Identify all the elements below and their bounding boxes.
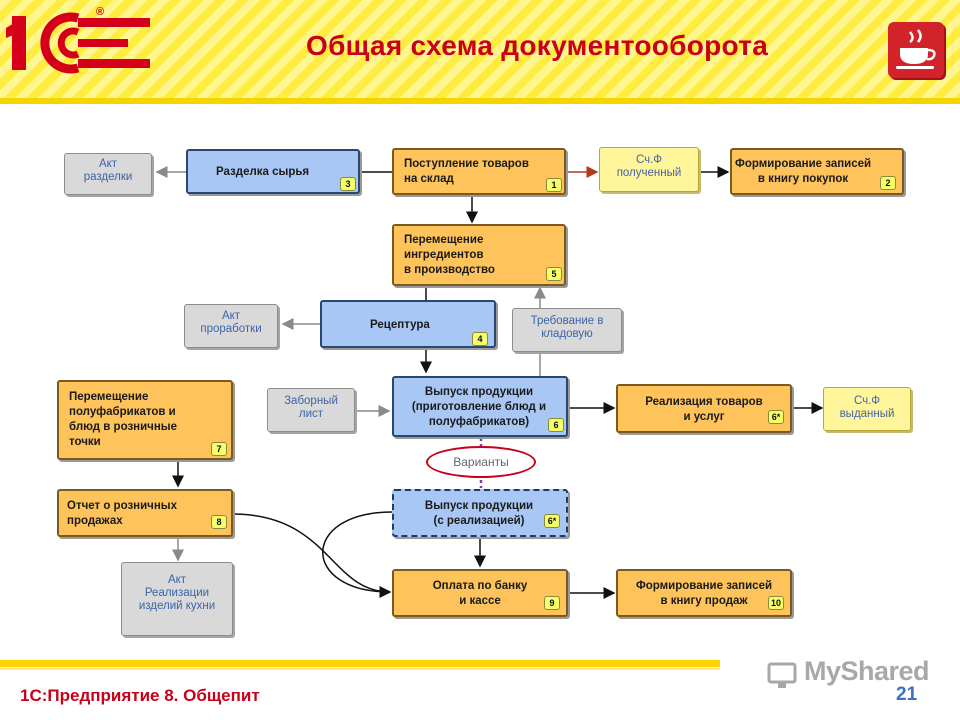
doc-label: Заборный лист (284, 395, 338, 420)
node-number: 4 (472, 332, 488, 346)
doc-label: Сч.Ф выданный (839, 395, 895, 420)
footer-divider-thin (0, 668, 720, 670)
page-number: 21 (896, 684, 918, 705)
doc-label: Сч.Ф полученный (616, 154, 682, 179)
header-divider (0, 98, 960, 104)
node-kniga-prodazh: Формирование записей в книгу продаж 10 (616, 569, 792, 617)
doc-label: Акт проработки (200, 310, 262, 335)
doc-zaborny-list: Заборный лист (267, 388, 355, 432)
node-vypusk-realiz: Выпуск продукции (с реализацией) 6* (392, 489, 568, 537)
node-label: Перемещение полуфабрикатов и блюд в розн… (69, 391, 178, 448)
node-peremeshchenie-ingr: Перемещение ингредиентов в производство … (392, 224, 566, 286)
doc-akt-razdelki: Акт разделки (64, 153, 152, 195)
registered-mark: ® (96, 6, 105, 18)
node-label: Поступление товаров на склад (404, 158, 529, 185)
node-number: 9 (544, 596, 560, 610)
node-label: Рецептура (370, 319, 430, 331)
myshared-icon (767, 662, 797, 688)
node-number: 7 (211, 442, 227, 456)
coffee-cup-icon (888, 22, 944, 78)
node-label: Оплата по банку и кассе (432, 580, 528, 607)
node-number: 2 (880, 176, 896, 190)
node-label: Разделка сырья (216, 166, 310, 178)
node-number: 1 (546, 178, 562, 192)
node-razdelka: Разделка сырья 3 (186, 149, 360, 194)
doc-akt-realizacii: Акт Реализации изделий кухни (121, 562, 233, 636)
footer-product: 1С:Предприятие 8. Общепит (20, 686, 260, 705)
node-receptura: Рецептура 4 (320, 300, 496, 348)
node-otchet: Отчет о розничных продажах 8 (57, 489, 233, 537)
node-label: Выпуск продукции (приготовление блюд и п… (411, 386, 547, 428)
node-vypusk: Выпуск продукции (приготовление блюд и п… (392, 376, 568, 437)
node-label: Выпуск продукции (с реализацией) (424, 500, 534, 527)
node-realizaciya: Реализация товаров и услуг 6* (616, 384, 792, 433)
slide-header: ® Общая схема документооборота (0, 0, 960, 100)
doc-label: Акт Реализации изделий кухни (138, 574, 216, 612)
doc-label: Требование в кладовую (530, 315, 604, 340)
node-number: 6* (768, 410, 784, 424)
doc-sf-poluchenny: Сч.Ф полученный (599, 147, 699, 192)
node-postuplenie: Поступление товаров на склад 1 (392, 148, 566, 195)
curve-otchet-oplata (231, 513, 392, 598)
footer-divider (0, 660, 720, 667)
1c-logo (6, 12, 150, 74)
node-number: 5 (546, 267, 562, 281)
node-number: 10 (768, 596, 785, 610)
node-number: 6 (548, 418, 564, 432)
doc-akt-prorabotki: Акт проработки (184, 304, 278, 348)
node-label: Реализация товаров и услуг (645, 396, 763, 423)
doc-label: Акт разделки (83, 158, 133, 183)
node-oplata: Оплата по банку и кассе 9 (392, 569, 568, 617)
node-number: 8 (211, 515, 227, 529)
curve-vypusk-realiz-oplata (322, 511, 393, 593)
varianty-oval: Варианты (426, 446, 536, 478)
watermark: MyShared (804, 656, 930, 686)
node-label: Формирование записей в книгу продаж (635, 580, 773, 607)
node-label: Перемещение ингредиентов в производство (404, 234, 495, 276)
node-kniga-pokupok: Формирование записей в книгу покупок 2 (730, 148, 904, 195)
node-number: 6* (544, 514, 560, 528)
node-label: Отчет о розничных продажах (67, 500, 178, 527)
node-peremeshchenie-pf: Перемещение полуфабрикатов и блюд в розн… (57, 380, 233, 460)
node-label: Формирование записей в книгу покупок (735, 158, 872, 185)
doc-trebovanie: Требование в кладовую (512, 308, 622, 352)
page-title: Общая схема документооборота (306, 30, 769, 61)
node-number: 3 (340, 177, 356, 191)
doc-sf-vydanny: Сч.Ф выданный (823, 387, 911, 431)
